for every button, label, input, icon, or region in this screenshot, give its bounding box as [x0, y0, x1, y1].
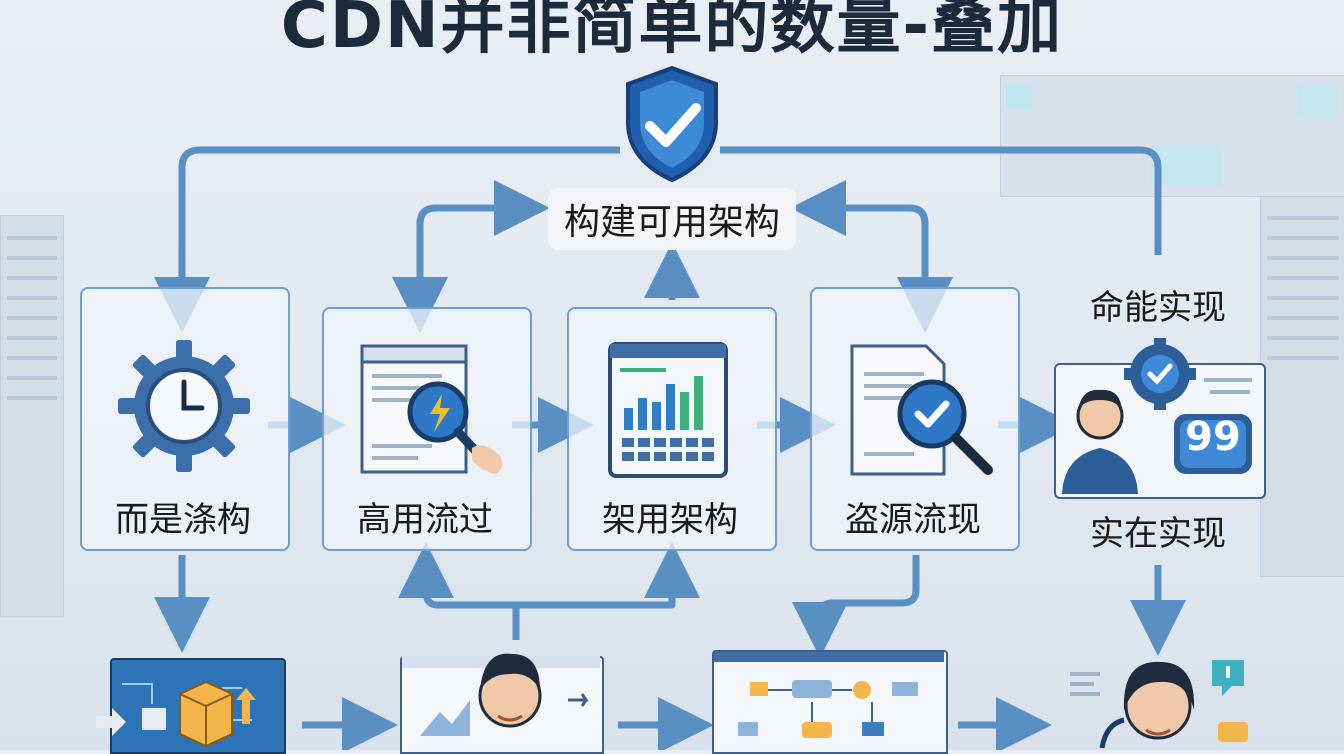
badge-count: 99 [1185, 414, 1241, 460]
circuit-cube-icon [96, 680, 256, 748]
bg-building-right-top [1000, 75, 1344, 197]
browser-person-icon [402, 653, 600, 736]
bg-building-left [0, 215, 64, 617]
flowchart-icon [714, 652, 944, 738]
lightning-magnifier-icon [360, 344, 503, 474]
clock-gear-icon [118, 340, 250, 472]
page-title: CDN并非简单的数量-叠加 [280, 0, 1064, 63]
node-label-architecture: 架用架构 [602, 500, 738, 540]
person-badge-icon [1062, 338, 1252, 494]
right-top-label: 命能实现 [1090, 288, 1226, 328]
node-label-origin: 盗源流现 [845, 500, 981, 540]
support-person-icon [1070, 660, 1248, 749]
right-bottom-label: 实在实现 [1090, 514, 1226, 554]
bar-chart-icon [608, 342, 728, 478]
center-label: 构建可用架构 [548, 188, 796, 250]
shield-check-icon [626, 65, 718, 183]
node-label-gear: 而是涤构 [115, 500, 251, 540]
document-check-magnifier-icon [850, 344, 993, 476]
node-label-highlight: 高用流过 [357, 500, 493, 540]
